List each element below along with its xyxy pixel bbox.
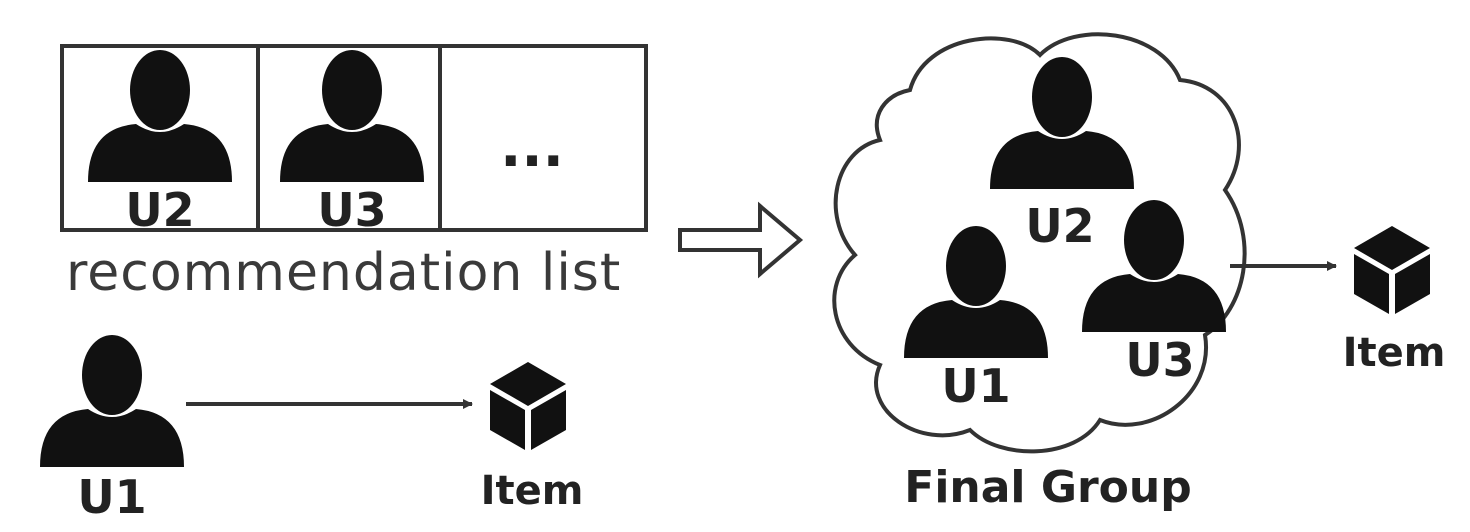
- list-slot-u2: U2: [88, 50, 232, 237]
- group-member-label: U3: [1125, 333, 1194, 387]
- list-user-label: U3: [317, 183, 386, 237]
- user-icon: [88, 50, 232, 182]
- source-user: U1: [40, 335, 184, 524]
- list-slot-u3: U3: [280, 50, 424, 237]
- group-member-label: U2: [1025, 199, 1094, 253]
- group-item-label: Item: [1343, 330, 1446, 376]
- cube-icon: [490, 362, 566, 450]
- list-slot-more: ...: [500, 115, 564, 180]
- recommendation-list: U2 U3 ... recommendation list: [60, 44, 648, 303]
- source-item-label: Item: [481, 468, 584, 514]
- user-icon: [280, 50, 424, 182]
- recommendation-list-label: recommendation list: [66, 243, 621, 303]
- recommendation-list-box: [60, 44, 648, 232]
- group-member-u3: U3: [1082, 200, 1226, 387]
- list-user-label: U2: [125, 183, 194, 237]
- group-member-u1: U1: [904, 226, 1048, 413]
- group-member-u2: U2: [990, 57, 1134, 253]
- source-user-label: U1: [77, 470, 146, 524]
- ellipsis-label: ...: [500, 115, 564, 180]
- group-member-label: U1: [941, 359, 1010, 413]
- user-icon: [40, 335, 184, 467]
- group-item: Item: [1343, 226, 1446, 376]
- cube-icon: [1354, 226, 1430, 314]
- source-item: Item: [481, 362, 584, 514]
- hollow-arrow-icon: [678, 201, 804, 279]
- final-group: U2 U1 U3 Final Group: [832, 32, 1247, 513]
- final-group-label: Final Group: [904, 462, 1191, 513]
